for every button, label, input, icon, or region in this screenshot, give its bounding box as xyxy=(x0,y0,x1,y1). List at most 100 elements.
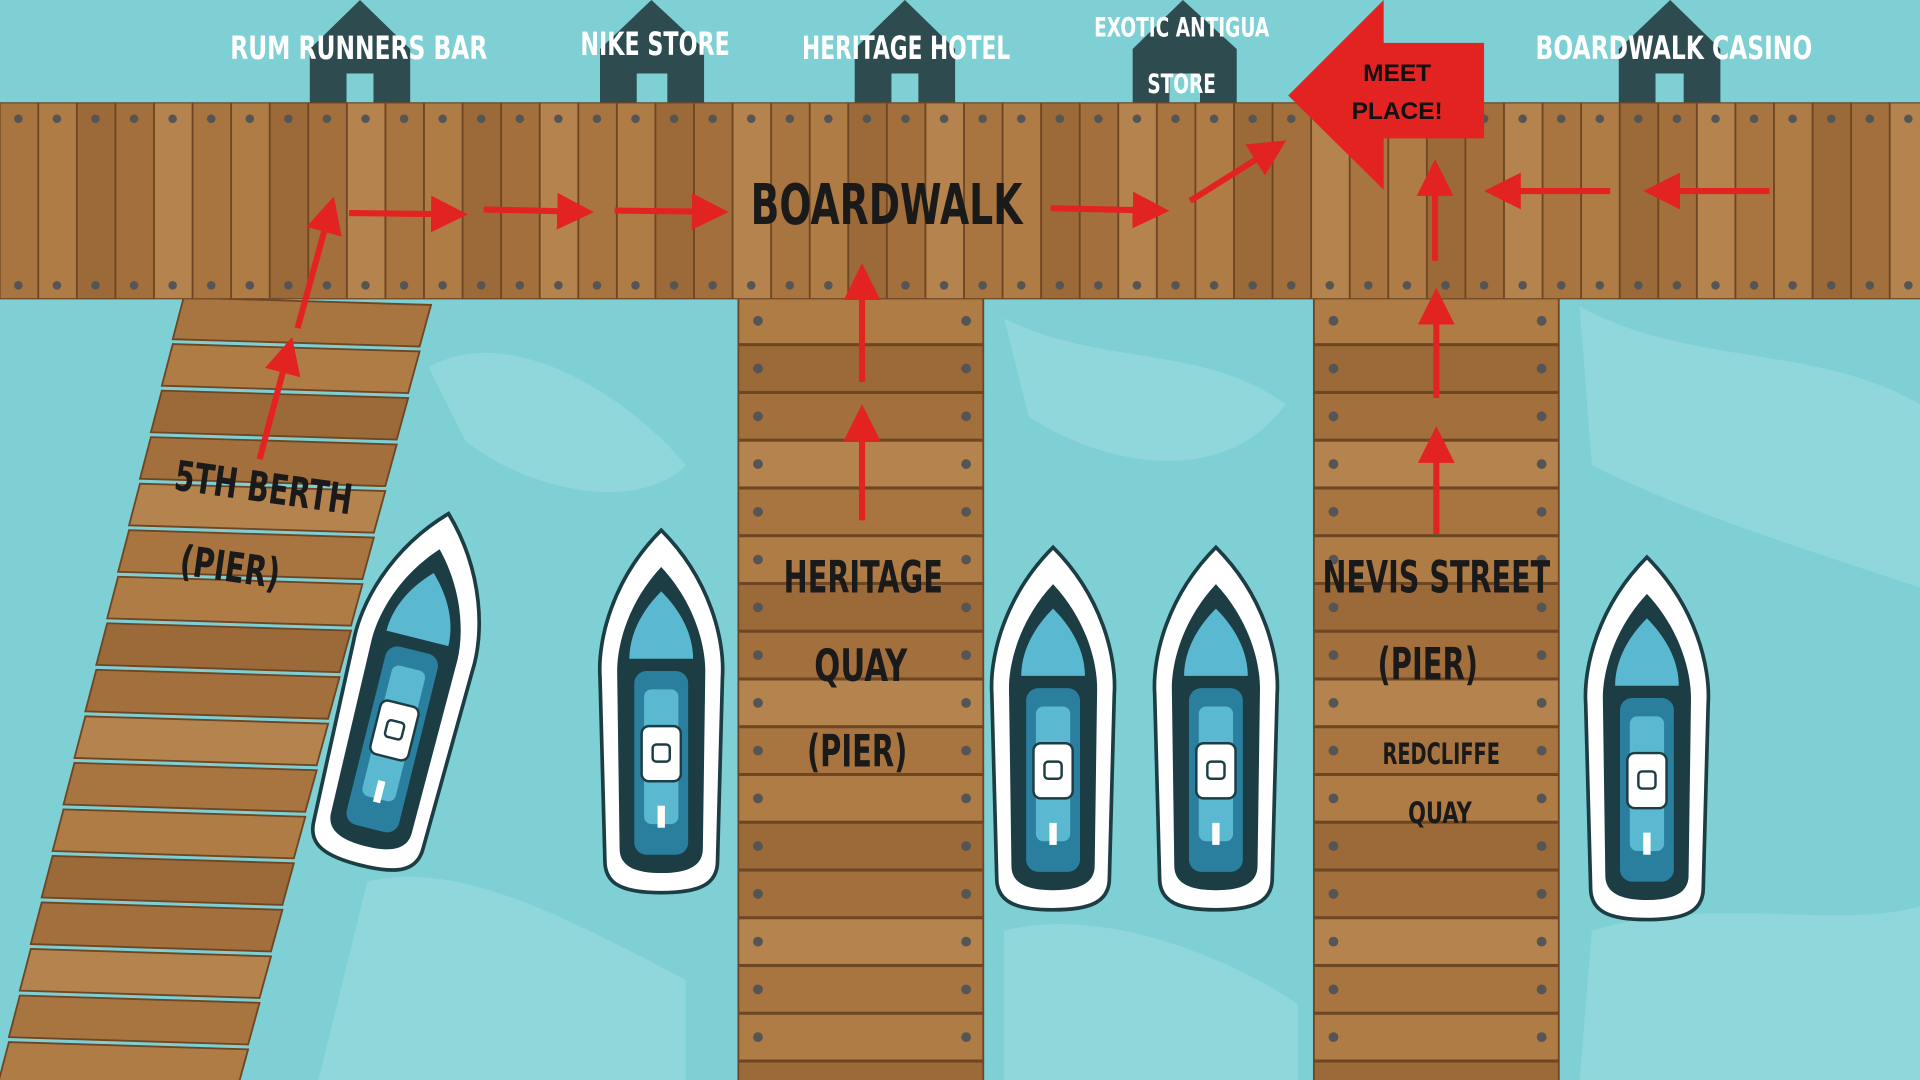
ship-stern-mark xyxy=(1643,832,1651,855)
plank xyxy=(1503,102,1543,300)
label-exotic-antigua-1: EXOTIC ANTIGUA xyxy=(1094,13,1269,44)
bolt xyxy=(901,114,910,124)
plank xyxy=(346,102,386,300)
ship-stern-mark xyxy=(1049,822,1057,845)
bolt xyxy=(961,459,972,469)
arrow xyxy=(348,195,468,233)
bolt xyxy=(1328,1032,1339,1043)
bolt xyxy=(438,281,447,290)
arrow xyxy=(256,337,301,460)
bolt xyxy=(476,114,486,124)
ship-stern-mark xyxy=(657,805,665,828)
bolt xyxy=(14,281,23,290)
bolt xyxy=(753,888,763,899)
ship-bridge xyxy=(369,699,420,762)
plank xyxy=(693,102,733,300)
bolt xyxy=(1364,281,1373,290)
plank xyxy=(1349,102,1389,300)
plank xyxy=(1850,102,1891,300)
plank xyxy=(737,439,985,489)
ship-hull xyxy=(310,511,482,872)
label-heritage-quay-1: HERITAGE xyxy=(784,553,943,604)
ship-pool xyxy=(1629,716,1665,852)
bolt xyxy=(961,745,972,756)
bolt xyxy=(1094,281,1103,290)
bolt xyxy=(1518,114,1527,124)
label-nike-store: NIKE STORE xyxy=(580,25,729,63)
bolt xyxy=(1556,281,1566,290)
bolt xyxy=(708,114,717,124)
bolt xyxy=(746,114,756,124)
plank xyxy=(737,965,985,1014)
plank xyxy=(51,808,307,860)
bolt xyxy=(206,114,216,124)
bolt xyxy=(961,936,972,947)
ship-window xyxy=(651,743,672,763)
plank xyxy=(737,869,985,919)
bolt xyxy=(1328,315,1339,326)
arrow xyxy=(1050,191,1170,229)
bolt xyxy=(1016,281,1026,290)
ship-bridge xyxy=(1195,742,1237,800)
bolt xyxy=(1711,281,1720,290)
bolt xyxy=(361,281,370,290)
bolt xyxy=(1536,602,1547,613)
bolt xyxy=(1328,459,1339,469)
arrow xyxy=(294,196,342,329)
bolt xyxy=(961,411,972,422)
meet-place-arrow xyxy=(1288,0,1485,190)
ship-bow xyxy=(386,573,451,647)
plank xyxy=(1619,102,1659,300)
plank xyxy=(1079,102,1119,300)
bolt xyxy=(1209,114,1219,124)
ship-deck xyxy=(330,549,461,850)
bolt xyxy=(1536,697,1547,708)
ship-top xyxy=(1188,688,1243,872)
bolt xyxy=(1634,281,1643,290)
ship-hull xyxy=(1152,544,1280,912)
plank xyxy=(1312,965,1560,1014)
plank xyxy=(171,296,433,348)
plank xyxy=(737,774,985,823)
plank xyxy=(577,102,618,300)
plank xyxy=(1312,917,1560,966)
plank xyxy=(462,102,502,300)
plank xyxy=(737,821,985,871)
bolt xyxy=(1132,114,1142,124)
bolt xyxy=(1536,315,1547,326)
ship-bridge xyxy=(1626,751,1668,810)
bolt xyxy=(753,841,763,852)
plank xyxy=(1312,1012,1560,1062)
bolt xyxy=(554,114,563,124)
bolt xyxy=(785,281,795,290)
plank xyxy=(423,102,463,300)
ship-hull xyxy=(597,527,725,895)
bolt xyxy=(1518,281,1527,290)
plank xyxy=(307,102,348,300)
ship-top xyxy=(1026,688,1080,872)
plank xyxy=(153,102,193,300)
ship-bow xyxy=(1021,608,1085,676)
bolt xyxy=(1328,363,1339,374)
bolt xyxy=(1536,841,1547,852)
plank xyxy=(655,102,695,300)
meet-place-line2: PLACE! xyxy=(1352,98,1443,125)
plank xyxy=(62,761,318,813)
bolt xyxy=(824,281,833,290)
ship-window xyxy=(1043,760,1063,780)
bolt xyxy=(1536,459,1547,469)
bolt xyxy=(1171,281,1180,290)
plank xyxy=(1310,102,1351,300)
cruise-ship xyxy=(1583,554,1711,922)
bolt xyxy=(753,650,763,660)
bolt xyxy=(1672,114,1682,124)
plank xyxy=(1735,102,1775,300)
plank xyxy=(737,917,985,966)
bolt xyxy=(1055,114,1065,124)
bolt xyxy=(1556,114,1566,124)
plank xyxy=(1312,392,1560,441)
plank xyxy=(1465,102,1505,300)
label-redcliffe: REDCLIFFE xyxy=(1382,737,1500,771)
plank xyxy=(1195,102,1235,300)
bolt xyxy=(1634,114,1643,124)
